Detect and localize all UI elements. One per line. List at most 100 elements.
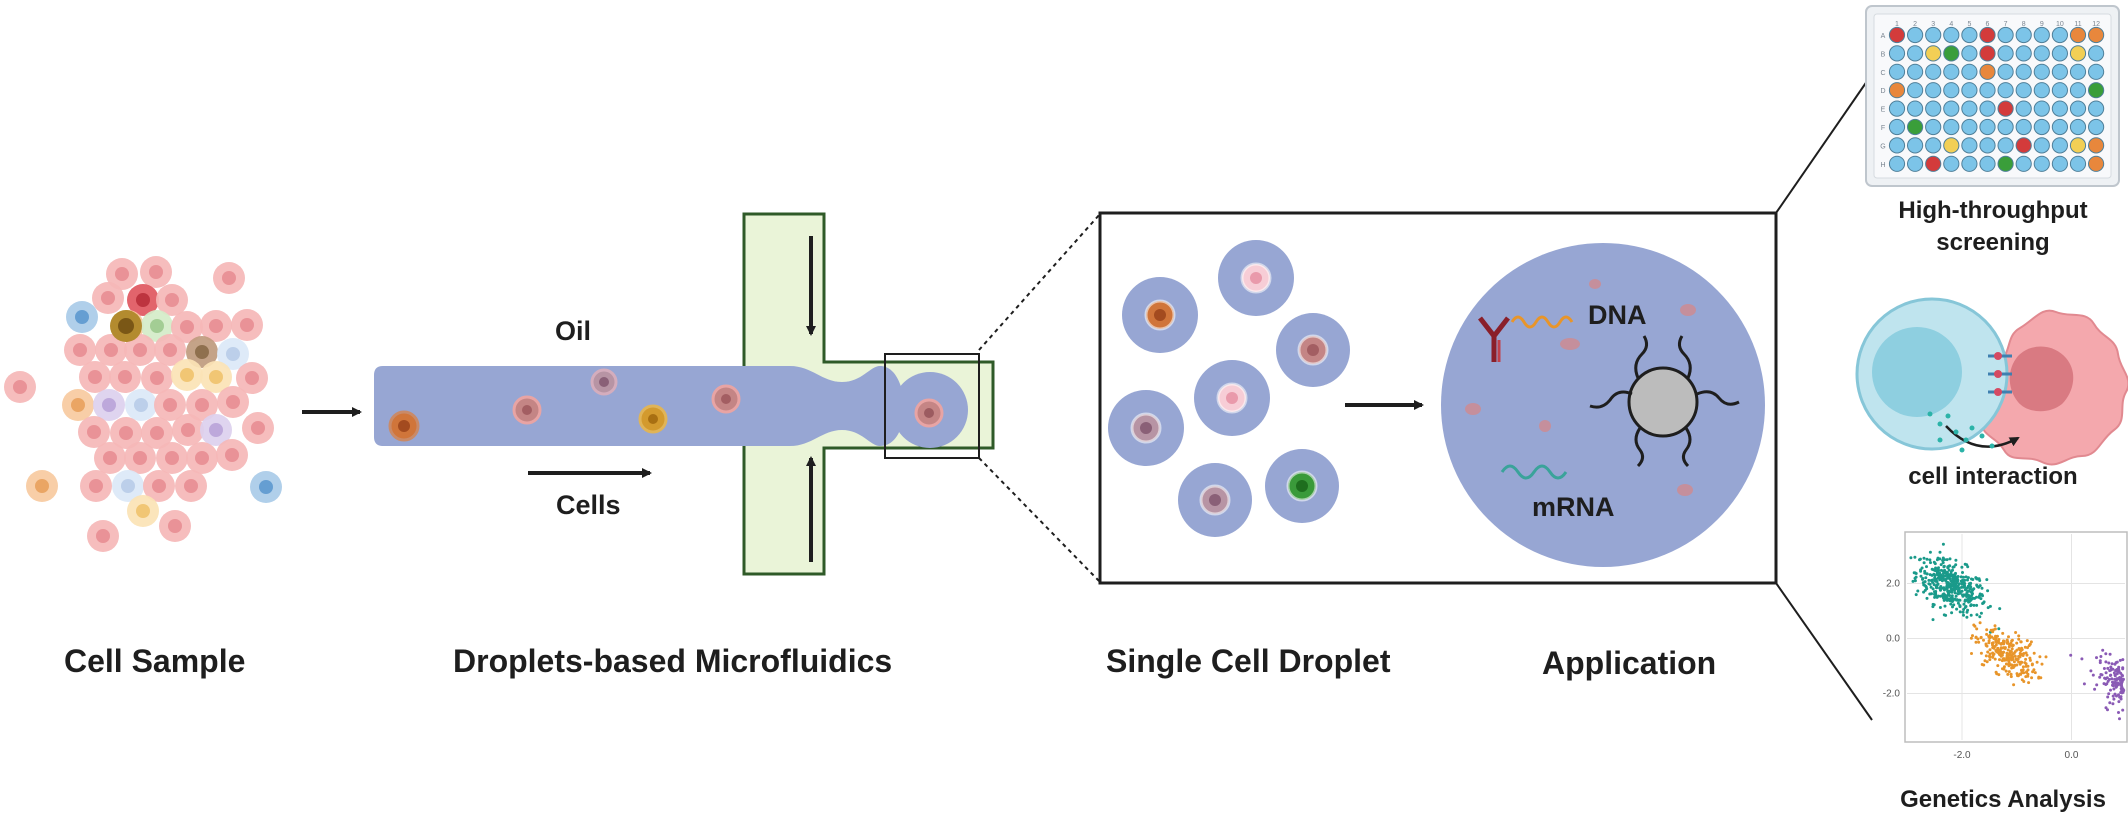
plate-well (1961, 45, 1978, 62)
plate-well (1907, 100, 1924, 117)
sample-cell (186, 389, 218, 421)
sample-cell (217, 338, 249, 370)
callout-line-top (1775, 73, 1873, 214)
sample-cell (127, 495, 159, 527)
sample-cell (106, 258, 138, 290)
plate-well (1997, 137, 2014, 154)
sample-cell (94, 442, 126, 474)
sample-cell (250, 471, 282, 503)
plate-column-label: 12 (2092, 21, 2100, 28)
plate-well (1961, 82, 1978, 99)
plate-row-label: D (1880, 88, 1885, 95)
plate-column-label: 10 (2056, 21, 2064, 28)
plate-column-label: 8 (2022, 21, 2026, 28)
encapsulated-droplet (1122, 277, 1198, 353)
plate-well (1979, 63, 1996, 80)
droplet-cell-nucleus (924, 408, 934, 418)
plate-well (2015, 63, 2032, 80)
plate-well (1925, 137, 1942, 154)
plate-well (2088, 100, 2105, 117)
cell-sample-cluster (4, 256, 282, 552)
plate-well (2051, 45, 2068, 62)
plate-well (1997, 45, 2014, 62)
zoom-line-top (978, 213, 1101, 351)
plate-well (2033, 155, 2050, 172)
plate-well (1943, 137, 1960, 154)
channel-cell (590, 368, 618, 396)
plate-well (1961, 155, 1978, 172)
plate-well (2015, 118, 2032, 136)
plate-well (1943, 155, 1960, 172)
genetics-analysis-label: Genetics Analysis (1900, 786, 2106, 813)
microfluidic-chip (374, 212, 995, 576)
sample-cell (124, 334, 156, 366)
zoom-box (884, 353, 980, 459)
plate-well (2069, 137, 2087, 154)
plate-row-label: G (1880, 143, 1885, 150)
plate-well (1997, 82, 2014, 99)
plate-well (1943, 82, 1960, 99)
sample-cell (95, 334, 127, 366)
plate-well (2051, 137, 2068, 154)
sample-cell (80, 470, 112, 502)
sample-cell (141, 362, 173, 394)
scatter-x-tick: -2.0 (1953, 750, 1971, 761)
zoom-line-bottom (978, 457, 1101, 583)
cell-sample-label: Cell Sample (64, 643, 246, 679)
plate-well (1961, 118, 1978, 136)
antibody-icon (1478, 316, 1510, 362)
sample-cell (186, 442, 218, 474)
cytokine-dots (1927, 411, 1995, 453)
plate-well (1907, 155, 1924, 172)
encapsulated-droplet (1178, 463, 1252, 537)
plate-column-label: 3 (1931, 21, 1935, 28)
sample-cell (216, 439, 248, 471)
channel-cell (512, 395, 542, 425)
t-cell-nucleus-icon (1872, 327, 1962, 417)
plate-well (2069, 82, 2087, 99)
plate-well (1979, 26, 1996, 44)
tumor-nucleus-icon (2009, 346, 2074, 412)
plate-well (2015, 82, 2032, 99)
plate-well (2069, 155, 2087, 172)
sample-cell (92, 282, 124, 314)
sample-cell (172, 414, 204, 446)
plate-well (2088, 63, 2105, 80)
plate-well (2033, 118, 2050, 136)
plate-column-label: 2 (1913, 21, 1917, 28)
application-label: Application (1542, 645, 1717, 681)
scatter-y-tick: 2.0 (1886, 579, 1900, 590)
plate-well (2088, 82, 2105, 99)
single-cell-droplet-label: Single Cell Droplet (1106, 643, 1391, 679)
sample-cell (159, 510, 191, 542)
plate-well (1925, 118, 1942, 136)
plate-column-label: 6 (1986, 21, 1990, 28)
sample-cell (110, 310, 142, 342)
plate-well (1888, 155, 1906, 172)
screening-label-line1: High-throughput (1898, 197, 2088, 224)
screening-label-line2: screening (1936, 229, 2050, 256)
sample-cell (93, 389, 125, 421)
sample-cell (79, 361, 111, 393)
sample-cell (62, 389, 94, 421)
mrna-strand-icon (1500, 464, 1568, 480)
plate-well (1997, 118, 2014, 136)
dna-strand-icon (1510, 315, 1574, 329)
plate-well (2088, 155, 2105, 172)
sample-cell (171, 359, 203, 391)
plate-well (1907, 63, 1924, 80)
plate-well (2051, 100, 2068, 117)
plate-well (1979, 137, 1996, 154)
encapsulated-droplet (1108, 390, 1184, 466)
scatter-x-tick: 0.0 (2065, 750, 2079, 761)
plate-column-label: 5 (1967, 21, 1971, 28)
sample-cell (154, 389, 186, 421)
plate-row-label: C (1880, 70, 1885, 77)
plate-well (1943, 45, 1960, 62)
plate-well (2015, 155, 2032, 172)
plate-well (1907, 137, 1924, 154)
cell-channel-stream (374, 366, 904, 446)
plate-well (1925, 155, 1942, 172)
sample-cell (200, 361, 232, 393)
